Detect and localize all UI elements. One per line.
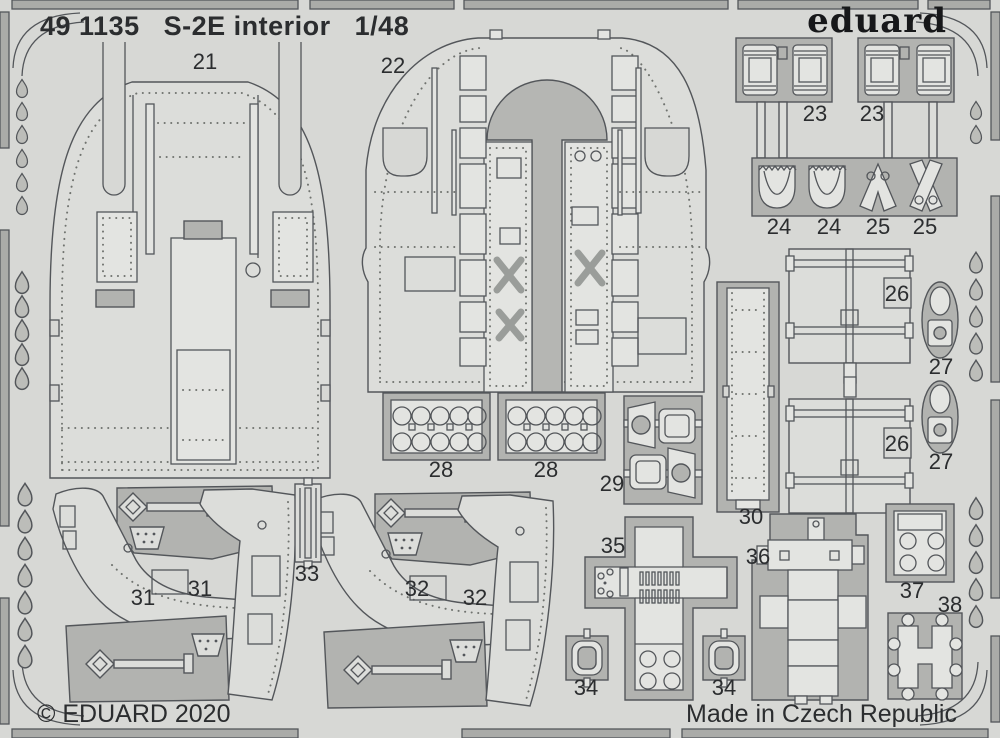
part-number-label: 21 [192, 49, 218, 74]
eduard-logo: eduard [807, 1, 947, 41]
catalog-number: 49 1135 [40, 11, 140, 41]
part-number-label: 24 [766, 214, 792, 239]
part-30 [716, 281, 780, 513]
part-number-label: 34 [573, 675, 599, 700]
parts-34 [565, 628, 746, 688]
part-number-label: 33 [294, 561, 320, 586]
part-number-label: 32 [462, 585, 488, 610]
part-number-label: 28 [428, 457, 454, 482]
sheet-name: S-2E interior [163, 11, 331, 41]
parts-24-25 [751, 157, 958, 217]
parts-27 [921, 281, 959, 454]
part-38 [887, 612, 963, 701]
part-26 [785, 376, 914, 514]
part-number-label: 26 [884, 281, 910, 306]
console-cluster-32 [310, 491, 555, 709]
part-number-label: 23 [802, 101, 828, 126]
part-number-label: 22 [380, 53, 406, 78]
part-28 [497, 392, 606, 461]
part-number-label: 27 [928, 449, 954, 474]
part-21 [49, 42, 331, 479]
part-number-label: 23 [859, 101, 885, 126]
sheet-scale: 1/48 [354, 11, 410, 41]
part-number-label: 24 [816, 214, 842, 239]
part-33 [294, 477, 322, 569]
part-number-label: 27 [928, 354, 954, 379]
part-number-label: 25 [865, 214, 891, 239]
part-25 [909, 159, 943, 212]
part-number-label: 38 [937, 592, 963, 617]
part-number-label: 28 [533, 457, 559, 482]
part-24 [758, 164, 797, 209]
parts-23 [735, 37, 955, 159]
parts-26 [785, 248, 914, 514]
part-26 [785, 248, 914, 384]
part-28 [382, 392, 491, 461]
buckle [864, 44, 900, 96]
sheet-title: 49 1135 S-2E interior 1/48 [40, 11, 409, 42]
buckle [792, 44, 828, 96]
part-24 [808, 164, 847, 209]
part-number-label: 31 [187, 576, 213, 601]
part-27 [921, 380, 959, 454]
part-34 [702, 628, 746, 688]
part-number-label: 26 [884, 431, 910, 456]
part-number-label: 29 [599, 471, 625, 496]
part-number-label: 34 [711, 675, 737, 700]
part-36 [751, 513, 869, 705]
buckle [742, 44, 778, 96]
console-cluster-31 [52, 485, 297, 703]
part-number-label: 30 [738, 504, 764, 529]
part-29 [623, 395, 703, 505]
part-number-label: 31 [130, 585, 156, 610]
part-37 [885, 503, 955, 583]
part-34 [565, 628, 609, 688]
parts-28 [382, 392, 606, 461]
copyright-text: © EDUARD 2020 [37, 700, 231, 728]
part-number-label: 37 [899, 578, 925, 603]
part-27 [921, 281, 959, 359]
part-25 [859, 162, 897, 212]
part-22 [361, 29, 711, 393]
part-number-label: 35 [600, 533, 626, 558]
part-number-label: 32 [404, 576, 430, 601]
part-number-label: 36 [745, 544, 771, 569]
part-35 [584, 516, 738, 701]
made-in-text: Made in Czech Republic [686, 700, 957, 728]
buckle [916, 44, 952, 96]
part-number-label: 25 [912, 214, 938, 239]
